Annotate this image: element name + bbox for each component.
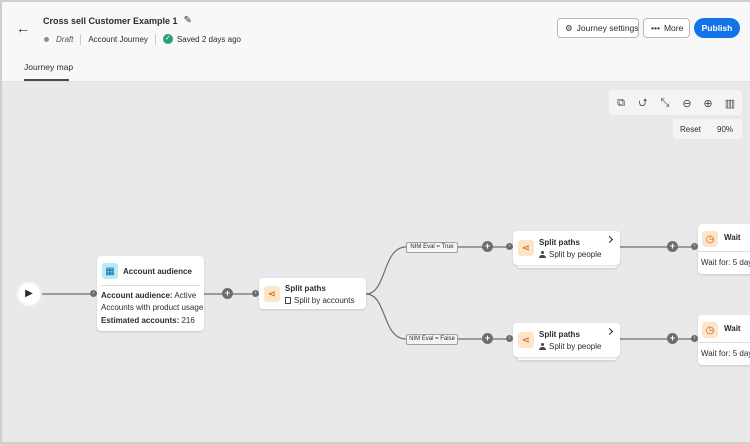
split-icon: ⋖ bbox=[264, 286, 280, 302]
active-tab-indicator bbox=[24, 79, 69, 81]
journey-canvas[interactable]: ⧉ ⮍ ⤡ ⊖ ⊕ ▥ Reset 90% ▶ › ▦ Account audi… bbox=[2, 82, 750, 442]
node-subtitle: Split by people bbox=[549, 342, 602, 351]
node-title: Wait bbox=[724, 324, 741, 333]
reroute-icon[interactable]: ⮍ bbox=[638, 96, 648, 109]
branch-condition-label[interactable]: NIM Eval = False bbox=[406, 334, 458, 345]
check-circle-icon: ✓ bbox=[162, 34, 173, 44]
journey-title: Cross sell Customer Example 1 bbox=[43, 15, 178, 26]
node-title: Split paths bbox=[539, 330, 580, 339]
node-title: Account audience bbox=[123, 267, 192, 276]
status-dot-icon bbox=[44, 36, 49, 42]
branch-condition-label[interactable]: NIM Eval = True bbox=[406, 242, 458, 253]
zoom-in-icon[interactable]: ⊕ bbox=[703, 97, 713, 110]
divider bbox=[698, 342, 750, 343]
split-paths-node[interactable]: ⋖ Split paths Split by people bbox=[513, 231, 620, 265]
audience-label: Account audience: bbox=[101, 291, 173, 300]
zoom-panel: Reset 90% bbox=[673, 119, 742, 139]
reset-zoom-button[interactable]: Reset bbox=[680, 125, 701, 134]
journey-type: Account Journey bbox=[88, 34, 148, 44]
wait-node[interactable]: ◷ Wait Wait for: 5 days bbox=[698, 224, 750, 274]
person-icon bbox=[539, 343, 546, 350]
node-subtitle: Split by people bbox=[549, 250, 602, 259]
input-port: › bbox=[90, 290, 97, 297]
add-step-button[interactable]: + bbox=[482, 241, 493, 252]
wait-detail: Wait for: 5 days bbox=[701, 258, 750, 267]
title-row: Cross sell Customer Example 1 ✎ bbox=[43, 15, 192, 26]
divider bbox=[154, 33, 156, 45]
edit-pencil-icon[interactable]: ✎ bbox=[183, 15, 192, 26]
divider bbox=[101, 285, 200, 286]
account-audience-node[interactable]: ▦ Account audience Account audience: Act… bbox=[97, 256, 204, 331]
node-subtitle: Split by accounts bbox=[294, 296, 355, 305]
publish-button[interactable]: Publish bbox=[694, 18, 740, 38]
stack-shadow bbox=[517, 355, 617, 360]
clock-icon: ◷ bbox=[702, 322, 718, 338]
split-paths-node[interactable]: ⋖ Split paths Split by people bbox=[513, 323, 620, 357]
divider bbox=[80, 33, 82, 45]
back-arrow-icon[interactable]: ← bbox=[16, 20, 30, 36]
chevron-right-icon[interactable] bbox=[605, 327, 614, 336]
journey-settings-button[interactable]: ⚙Journey settings bbox=[557, 18, 639, 38]
wait-detail: Wait for: 5 days bbox=[701, 349, 750, 358]
meta-row: Draft Account Journey ✓ Saved 2 days ago bbox=[44, 33, 241, 45]
gears-icon: ⚙ bbox=[565, 22, 573, 33]
chevron-right-icon[interactable] bbox=[605, 235, 614, 244]
add-step-button[interactable]: + bbox=[667, 241, 678, 252]
more-button[interactable]: •••More bbox=[643, 18, 690, 38]
start-play-icon[interactable]: ▶ bbox=[16, 281, 42, 307]
input-port: › bbox=[252, 290, 259, 297]
stack-shadow bbox=[517, 263, 617, 268]
add-node-icon[interactable]: ⧉ bbox=[617, 96, 625, 109]
journey-header: ← Cross sell Customer Example 1 ✎ Draft … bbox=[2, 2, 750, 82]
split-paths-node[interactable]: ⋖ Split paths Split by accounts bbox=[259, 278, 366, 309]
minimap-icon[interactable]: ▥ bbox=[724, 97, 736, 110]
audience-value-cont: Accounts with product usage bbox=[101, 303, 204, 312]
building-icon: ▦ bbox=[102, 263, 118, 279]
input-port: › bbox=[691, 335, 698, 342]
input-port: › bbox=[506, 243, 513, 250]
estimated-value: 216 bbox=[181, 316, 195, 325]
wait-node[interactable]: ◷ Wait Wait for: 5 days bbox=[698, 315, 750, 365]
tab-journey-map[interactable]: Journey map bbox=[24, 62, 74, 72]
node-title: Split paths bbox=[539, 238, 580, 247]
divider bbox=[698, 251, 750, 252]
status-badge: Draft bbox=[56, 34, 74, 44]
collapse-icon[interactable]: ⤡ bbox=[660, 96, 670, 109]
node-title: Split paths bbox=[285, 284, 326, 293]
ellipsis-icon: ••• bbox=[651, 23, 660, 33]
estimated-label: Estimated accounts: bbox=[101, 316, 180, 325]
node-title: Wait bbox=[724, 233, 741, 242]
add-step-button[interactable]: + bbox=[222, 288, 233, 299]
split-icon: ⋖ bbox=[518, 240, 534, 256]
audience-value: Active bbox=[174, 291, 197, 300]
zoom-out-icon[interactable]: ⊖ bbox=[682, 97, 692, 110]
accounts-icon bbox=[285, 297, 291, 304]
input-port: › bbox=[691, 243, 698, 250]
add-step-button[interactable]: + bbox=[667, 333, 678, 344]
saved-status: Saved 2 days ago bbox=[176, 34, 241, 44]
zoom-level: 90% bbox=[717, 125, 734, 134]
canvas-toolbar: ⧉ ⮍ ⤡ ⊖ ⊕ ▥ bbox=[609, 90, 742, 115]
add-step-button[interactable]: + bbox=[482, 333, 493, 344]
input-port: › bbox=[506, 335, 513, 342]
split-icon: ⋖ bbox=[518, 332, 534, 348]
clock-icon: ◷ bbox=[702, 231, 718, 247]
person-icon bbox=[539, 251, 546, 258]
